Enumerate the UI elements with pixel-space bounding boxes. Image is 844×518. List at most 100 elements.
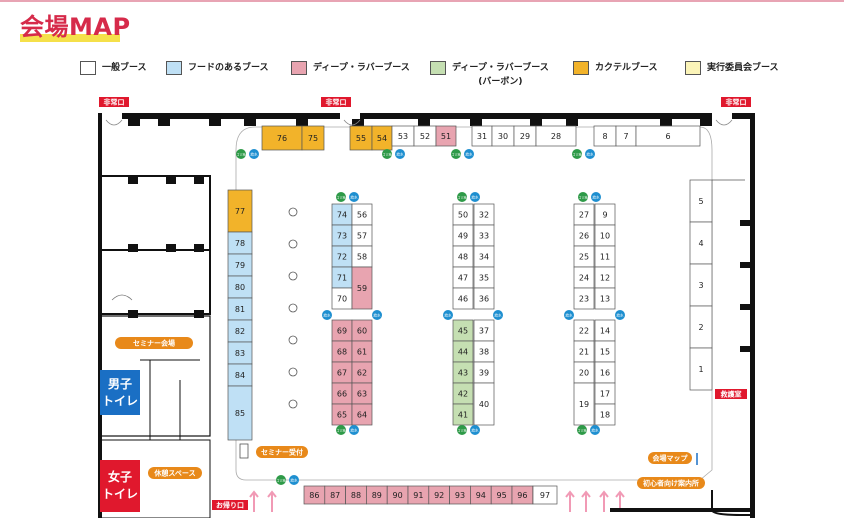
rest-space-tag: 休憩スペース xyxy=(153,469,195,478)
trash-icon-label: ゴミ箱 xyxy=(276,477,285,482)
booth-label-22: 22 xyxy=(579,327,589,336)
water-icon xyxy=(289,475,299,485)
booth-label-90: 90 xyxy=(393,491,403,500)
trash-icon xyxy=(578,192,588,202)
pillar xyxy=(660,118,672,126)
pillar xyxy=(740,220,750,226)
door-gap xyxy=(340,113,360,119)
booth-label-42: 42 xyxy=(458,390,468,399)
page-title: 会場MAP xyxy=(20,13,131,41)
booth-label-31: 31 xyxy=(477,132,487,141)
room-left-1 xyxy=(99,175,211,251)
booth-label-87: 87 xyxy=(330,491,340,500)
table-circle xyxy=(288,335,298,345)
booth-label-67: 67 xyxy=(337,369,347,378)
booth-label-71: 71 xyxy=(337,274,347,283)
trash-icon xyxy=(382,149,392,159)
beginner-guide-tag: 初心者向け案内所 xyxy=(643,479,699,488)
booth-40 xyxy=(473,382,495,426)
booth-label-73: 73 xyxy=(337,232,347,241)
trash-icon-label: ゴミ箱 xyxy=(578,194,587,199)
booth-label-58: 58 xyxy=(357,253,367,262)
pillar xyxy=(209,118,221,126)
exit-tag-left: 非常口 xyxy=(104,98,125,107)
trash-icon-label: ゴミ箱 xyxy=(236,151,245,156)
trash-icon xyxy=(572,149,582,159)
booth-label-3: 3 xyxy=(698,281,703,290)
booth-1 xyxy=(689,347,713,391)
entrance-arrow xyxy=(249,490,259,512)
booth-label-50: 50 xyxy=(458,211,468,220)
booth-75 xyxy=(301,125,325,151)
door-swing xyxy=(715,119,733,126)
water-icon-label: 給水 xyxy=(593,194,601,199)
booth-label-46: 46 xyxy=(458,295,468,304)
booth-label-37: 37 xyxy=(479,327,489,336)
trash-icon xyxy=(457,192,467,202)
first-aid-tag-bg xyxy=(715,389,747,399)
booth-label-95: 95 xyxy=(497,491,507,500)
room-left-2 xyxy=(99,249,211,315)
legend-swatch xyxy=(291,61,307,75)
water-icon xyxy=(493,310,503,320)
table-circle xyxy=(288,303,298,313)
booth-label-72: 72 xyxy=(337,253,347,262)
booth-label-30: 30 xyxy=(498,132,508,141)
booth-label-33: 33 xyxy=(479,232,489,241)
legend-item: 一般ブース xyxy=(80,61,147,75)
booth-label-25: 25 xyxy=(579,253,589,262)
water-icon-label: 給水 xyxy=(351,427,359,432)
legend-swatch xyxy=(166,61,182,75)
table-circle xyxy=(288,399,298,409)
trash-icon xyxy=(457,425,467,435)
toilet-men-label-1: 男子 xyxy=(108,377,132,391)
booth-label-63: 63 xyxy=(357,390,367,399)
water-icon xyxy=(395,149,405,159)
seminar-desk-tag: セミナー受付 xyxy=(261,448,303,457)
table-circle xyxy=(288,207,298,217)
booth-label-4: 4 xyxy=(698,239,703,248)
booth-label-40: 40 xyxy=(479,400,489,409)
toilet-men-label-2: トイレ xyxy=(102,394,138,408)
booth-label-6: 6 xyxy=(665,132,670,141)
pillar xyxy=(566,118,578,126)
water-icon xyxy=(615,310,625,320)
booth-label-80: 80 xyxy=(235,283,245,292)
trash-icon-label: ゴミ箱 xyxy=(457,194,466,199)
booth-label-96: 96 xyxy=(517,491,527,500)
pillar xyxy=(194,310,204,318)
legend-item: フードのあるブース xyxy=(166,61,269,75)
booth-23 xyxy=(573,287,595,310)
legend-item: 実行委員会ブース xyxy=(685,61,779,75)
booth-label-78: 78 xyxy=(235,239,245,248)
exit-tag-right: 非常口 xyxy=(726,98,747,107)
wall-bottom xyxy=(610,508,750,512)
booth-label-39: 39 xyxy=(479,369,489,378)
legend-label: ディープ・ラバーブース xyxy=(313,63,410,73)
booth-label-2: 2 xyxy=(698,323,703,332)
booth-label-44: 44 xyxy=(458,348,468,357)
booth-label-1: 1 xyxy=(698,365,703,374)
booth-label-76: 76 xyxy=(277,134,287,143)
wall-right xyxy=(750,113,755,518)
booth-label-48: 48 xyxy=(458,253,468,262)
pillar xyxy=(158,118,170,126)
trash-icon-label: ゴミ箱 xyxy=(572,151,581,156)
booth-46 xyxy=(452,287,474,310)
table-circle xyxy=(288,271,298,281)
door-swing xyxy=(111,294,133,301)
booth-label-54: 54 xyxy=(377,134,387,143)
entrance-arrow xyxy=(599,490,609,512)
booth-label-83: 83 xyxy=(235,349,245,358)
trash-icon xyxy=(577,425,587,435)
booth-label-81: 81 xyxy=(235,305,245,314)
hall-outline xyxy=(235,126,713,481)
booth-label-18: 18 xyxy=(600,411,610,420)
booth-label-41: 41 xyxy=(458,411,468,420)
trash-icon-label: ゴミ箱 xyxy=(382,151,391,156)
booth-label-38: 38 xyxy=(479,348,489,357)
water-icon-label: 給水 xyxy=(397,151,405,156)
door-gap xyxy=(102,113,122,119)
booth-label-11: 11 xyxy=(600,253,610,262)
pillar xyxy=(128,244,138,252)
